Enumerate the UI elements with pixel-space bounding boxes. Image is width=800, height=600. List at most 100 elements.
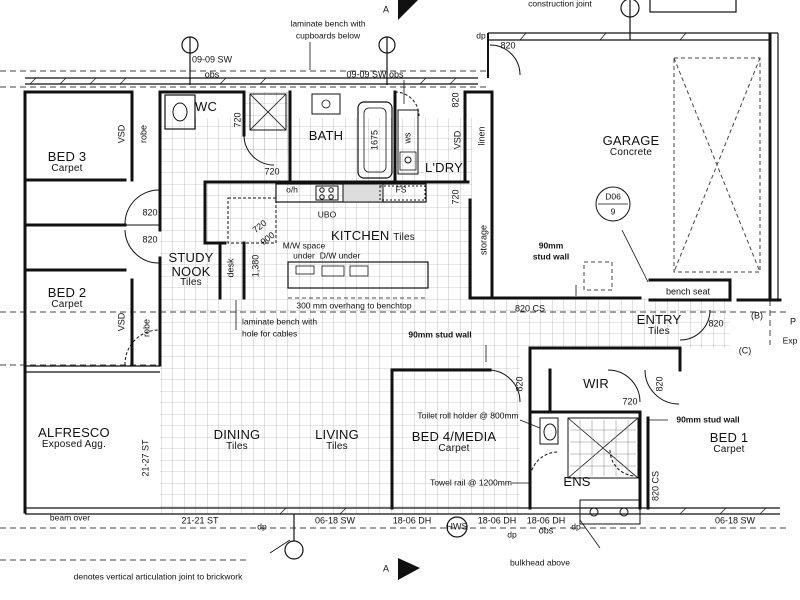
room-study-finish: Tiles bbox=[180, 277, 202, 289]
window-1806-b: 18-06 DH bbox=[477, 515, 517, 526]
oh-label: o/h bbox=[286, 184, 298, 195]
room-alfresco-name: ALFRESCO bbox=[38, 424, 110, 440]
door-dim-bed3: 820 bbox=[142, 207, 158, 218]
internal-walls bbox=[23, 90, 782, 514]
room-dining-finish: Tiles bbox=[226, 440, 248, 452]
room-bed1-name: BED 1 bbox=[709, 429, 749, 445]
articulation-joint-markers bbox=[181, 0, 640, 560]
dim-820-entry: 820 bbox=[708, 318, 724, 329]
door-swings bbox=[124, 44, 711, 481]
wall-hatch bbox=[29, 32, 767, 515]
window-1806-a: 18-06 DH bbox=[392, 515, 432, 526]
section-a-bottom: A bbox=[382, 563, 390, 574]
room-bed2-finish: Carpet bbox=[51, 298, 83, 310]
room-wc-name: WC bbox=[194, 99, 218, 115]
note-articulation: denotes vertical articulation joint to b… bbox=[73, 571, 243, 582]
room-wir-name: WIR bbox=[583, 376, 609, 392]
external-walls bbox=[25, 32, 780, 515]
room-garage-finish: Concrete bbox=[609, 146, 653, 158]
room-entry-finish: Tiles bbox=[648, 325, 670, 337]
downpipe-bottom-a: dp bbox=[257, 521, 267, 532]
window-2127: 21-27 ST bbox=[140, 439, 151, 477]
note-toilet-roll: Toilet roll holder @ 800mm bbox=[417, 410, 519, 421]
detail-tag bbox=[595, 186, 631, 222]
downpipe-top: dp bbox=[476, 30, 486, 41]
note-laminate-bench-2: laminate bench with bbox=[242, 316, 318, 327]
detail-tag-ref: D06 bbox=[605, 191, 621, 202]
window-obs-a: obs bbox=[204, 69, 220, 80]
door-dim-bed2: 820 bbox=[142, 234, 158, 245]
room-study-name1: STUDY bbox=[168, 250, 214, 266]
room-garage: GARAGE Concrete bbox=[603, 134, 660, 158]
window-0618-b: 06-18 SW bbox=[714, 515, 756, 526]
room-bed1-finish: Carpet bbox=[713, 443, 745, 455]
room-living-name: LIVING bbox=[315, 426, 359, 442]
window-0909-b: 09-09 SW obs bbox=[346, 69, 404, 80]
room-bed4-name: BED 4/MEDIA bbox=[411, 428, 497, 444]
window-0909-a: 09-09 SW bbox=[191, 54, 233, 65]
dw-under-label: D/W under bbox=[319, 250, 361, 261]
title-box-edge bbox=[649, 0, 737, 13]
room-study: STUDY NOOK Tiles bbox=[168, 251, 213, 289]
note-laminate-bench: laminate bench with bbox=[290, 18, 366, 29]
window-0618-a: 06-18 SW bbox=[314, 515, 356, 526]
room-ens: ENS bbox=[563, 475, 590, 489]
dim-820cs-ens: 820 CS bbox=[650, 470, 661, 502]
room-bed2: BED 2 Carpet bbox=[48, 286, 87, 310]
mw-under-label: under bbox=[293, 250, 315, 261]
room-garage-name: GARAGE bbox=[602, 132, 660, 148]
room-ldry: L'DRY bbox=[425, 161, 463, 175]
room-ldry-name: L'DRY bbox=[425, 160, 463, 176]
garage-car bbox=[583, 57, 761, 291]
robe-label-bed3: robe bbox=[138, 124, 149, 144]
room-study-name2: NOOK bbox=[171, 263, 211, 279]
room-wir: WIR bbox=[583, 377, 609, 391]
hws-label: HWS bbox=[446, 521, 468, 532]
dim-720-wir: 720 bbox=[622, 396, 638, 407]
room-kitchen-finish: Tiles bbox=[393, 231, 416, 243]
room-wc: WC bbox=[195, 100, 217, 114]
leader-lines bbox=[235, 42, 668, 554]
note-beam-over: beam over bbox=[49, 512, 91, 523]
dim-820-bed1: 820 bbox=[654, 376, 665, 392]
window-2121: 21-21 ST bbox=[181, 515, 219, 526]
note-construction-joint: construction joint bbox=[528, 0, 592, 9]
room-kitchen: KITCHEN Tiles bbox=[331, 228, 416, 244]
window-obs-c: obs bbox=[538, 525, 554, 536]
note-stud-wall: stud wall bbox=[532, 251, 570, 262]
room-living: LIVING Tiles bbox=[315, 428, 359, 452]
room-bed3-name: BED 3 bbox=[47, 148, 87, 164]
marker-exp: Exp bbox=[782, 335, 798, 346]
vsd-label-ldry: VSD bbox=[452, 130, 463, 150]
ws-label: ws bbox=[402, 132, 413, 144]
window-1806-c: 18-06 DH bbox=[526, 515, 566, 526]
kitchen-joinery bbox=[227, 183, 429, 299]
room-bed2-name: BED 2 bbox=[47, 284, 87, 300]
downpipe-bottom-b: dp bbox=[507, 529, 517, 540]
dim-820-garage: 820 bbox=[500, 40, 516, 51]
section-markers bbox=[398, 0, 420, 580]
note-hole-cables: hole for cables bbox=[242, 328, 298, 339]
bench-seat-label: bench seat bbox=[665, 286, 711, 297]
marker-p: P bbox=[789, 316, 797, 327]
section-a-top: A bbox=[382, 4, 390, 15]
note-overhang: 300 mm overhang to benchtop bbox=[296, 300, 412, 311]
note-cupboards: cupboards below bbox=[295, 30, 361, 41]
vsd-label-bed2: VSD bbox=[116, 312, 127, 332]
note-90mm-stud-wall: 90mm stud wall bbox=[408, 329, 472, 340]
dim-820cs: 820 CS bbox=[514, 303, 546, 314]
note-90mm-stud-wall-b: 90mm stud wall bbox=[676, 414, 740, 425]
room-dining-name: DINING bbox=[213, 426, 261, 442]
detail-tag-num: 9 bbox=[610, 206, 616, 217]
dim-720-bath: 720 bbox=[264, 166, 280, 177]
desk-label: desk bbox=[225, 258, 236, 278]
room-alfresco: ALFRESCO Exposed Agg. bbox=[38, 426, 110, 450]
room-entry: ENTRY Tiles bbox=[637, 313, 682, 337]
room-bed1: BED 1 Carpet bbox=[710, 431, 749, 455]
dim-820-ldry: 820 bbox=[450, 92, 461, 108]
storage-label: storage bbox=[478, 224, 489, 256]
ubo-label: UBO bbox=[317, 209, 337, 220]
dim-1380: 1,380 bbox=[250, 254, 261, 278]
room-bed4-finish: Carpet bbox=[438, 442, 470, 454]
